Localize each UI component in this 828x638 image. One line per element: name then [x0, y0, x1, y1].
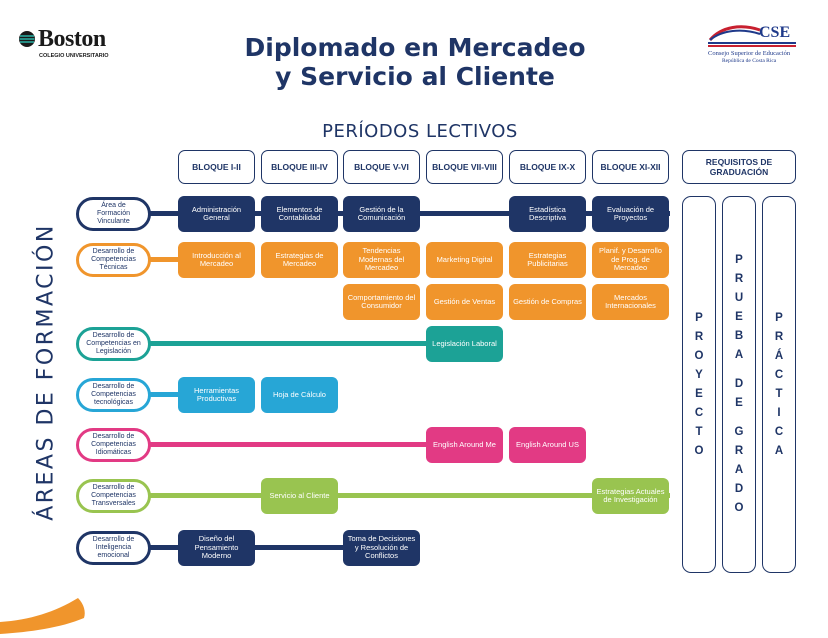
course-hoja-calculo: Hoja de Cálculo	[261, 377, 338, 413]
boston-logo-name: Boston	[38, 26, 106, 52]
requirement-letter: O	[694, 444, 704, 457]
requirement-letter: C	[774, 368, 784, 381]
requirement-letter: T	[695, 425, 703, 438]
course-legislacion-laboral: Legislación Laboral	[426, 326, 503, 362]
row-line-idiomaticas	[140, 442, 430, 447]
periods-label: PERÍODOS LECTIVOS	[322, 121, 518, 142]
row-line-legislacion	[140, 341, 430, 346]
course-mercados-internacionales: Mercados Internacionales	[592, 284, 669, 320]
boston-logo-subtitle: COLEGIO UNIVERSITARIO	[39, 53, 109, 59]
requirement-letter: A	[734, 349, 744, 361]
requirement-letter: R	[694, 330, 704, 343]
cse-flag-icon	[708, 25, 761, 42]
requirement-letter: I	[777, 406, 781, 419]
cse-abbr: CSE	[759, 24, 791, 41]
block-header-5: BLOQUE IX-X	[509, 150, 586, 184]
requirement-letter: U	[734, 292, 744, 304]
area-legislacion: Desarrollo de Competencias en Legislació…	[76, 327, 151, 361]
boston-logo: Boston COLEGIO UNIVERSITARIO	[18, 26, 128, 64]
area-tecnologicas: Desarrollo de Competencias tecnológicas	[76, 378, 151, 412]
course-english-around-us: English Around US	[509, 427, 586, 463]
requirement-letter: Y	[695, 368, 703, 381]
cse-line2: República de Costa Rica	[722, 58, 777, 64]
row-line-tecnicas	[140, 257, 180, 262]
course-estadistica-descriptiva: Estadística Descriptiva	[509, 196, 586, 232]
requirement-letter: A	[774, 444, 784, 457]
course-gestion-compras: Gestión de Compras	[509, 284, 586, 320]
block-header-3: BLOQUE V-VI	[343, 150, 420, 184]
course-tendencias-modernas: Tendencias Modernas del Mercadeo	[343, 242, 420, 278]
requirement-letter: R	[774, 330, 784, 343]
page-title-line2: y Servicio al Cliente	[275, 62, 555, 91]
course-herramientas-productivas: Herramientas Productivas	[178, 377, 255, 413]
course-gestion-ventas: Gestión de Ventas	[426, 284, 503, 320]
course-toma-decisiones: Toma de Decisiones y Resolución de Confl…	[343, 530, 420, 566]
course-marketing-digital: Marketing Digital	[426, 242, 503, 278]
row-line-tecnologicas	[140, 392, 180, 397]
block-header-2: BLOQUE III-IV	[261, 150, 338, 184]
area-idiomaticas: Desarrollo de Competencias Idiomáticas	[76, 428, 151, 462]
requirement-letter: B	[734, 330, 744, 342]
block-header-6: BLOQUE XI-XII	[592, 150, 669, 184]
course-comportamiento-consumidor: Comportamiento del Consumidor	[343, 284, 420, 320]
area-tecnicas: Desarrollo de Competencias Técnicas	[76, 243, 151, 277]
page-title-line1: Diplomado en Mercadeo	[244, 33, 586, 62]
requirement-letter: A	[734, 464, 744, 476]
requirement-letter: C	[694, 406, 704, 419]
course-elementos-contabilidad: Elementos de Contabilidad	[261, 196, 338, 232]
requirement-letter: T	[775, 387, 783, 400]
requirement-letter: P	[695, 311, 703, 324]
course-diseno-pensamiento: Diseño del Pensamiento Moderno	[178, 530, 255, 566]
requirement-letter: R	[734, 445, 744, 457]
requirement-letter: D	[734, 483, 744, 495]
requirement-letter: G	[734, 426, 744, 438]
area-emocional: Desarrollo de Inteligencia emocional	[76, 531, 151, 565]
row-line-transversales	[140, 493, 670, 498]
course-servicio-cliente: Servicio al Cliente	[261, 478, 338, 514]
cse-line1: Consejo Superior de Educación	[708, 50, 791, 57]
course-estrategias-mercadeo: Estrategias de Mercadeo	[261, 242, 338, 278]
cse-logo: CSE Consejo Superior de Educación Repúbl…	[706, 22, 806, 70]
requirements-header: REQUISITOS DE GRADUACIÓN	[682, 150, 796, 184]
requirement-letter: D	[734, 378, 744, 390]
boston-globe-icon	[19, 31, 35, 47]
requirement-letter: E	[695, 387, 703, 400]
decorative-swoosh	[0, 598, 85, 634]
requirement-letter: C	[774, 425, 784, 438]
requirement-letter: E	[735, 397, 743, 409]
course-planif-desarrollo: Planif. y Desarrollo de Prog. de Mercade…	[592, 242, 669, 278]
course-gestion-comunicacion: Gestión de la Comunicación	[343, 196, 420, 232]
requirement-letter: P	[735, 254, 743, 266]
requirement-letter: P	[775, 311, 783, 324]
requirement-letter: E	[735, 311, 743, 323]
area-vinculante: Área de Formación Vinculante	[76, 197, 151, 231]
areas-title-text: ÁREAS DE FORMACIÓN	[33, 223, 59, 521]
course-administracion-general: Administración General	[178, 196, 255, 232]
block-header-4: BLOQUE VII-VIII	[426, 150, 503, 184]
requirement-letter: Á	[774, 349, 784, 362]
course-introduccion-mercadeo: Introducción al Mercadeo	[178, 242, 255, 278]
course-estrategias-publicitarias: Estrategias Publicitarias	[509, 242, 586, 278]
course-english-around-me: English Around Me	[426, 427, 503, 463]
requirement-letter: O	[694, 349, 704, 362]
block-header-1: BLOQUE I-II	[178, 150, 255, 184]
course-evaluacion-proyectos: Evaluación de Proyectos	[592, 196, 669, 232]
area-transversales: Desarrollo de Competencias Transversales	[76, 479, 151, 513]
course-estrategias-investigacion: Estrategias Actuales de Investigación	[592, 478, 669, 514]
areas-vertical-title: ÁREAS DE FORMACIÓN	[30, 216, 62, 528]
requirement-letter: O	[734, 502, 744, 514]
requirement-letter: R	[734, 273, 744, 285]
